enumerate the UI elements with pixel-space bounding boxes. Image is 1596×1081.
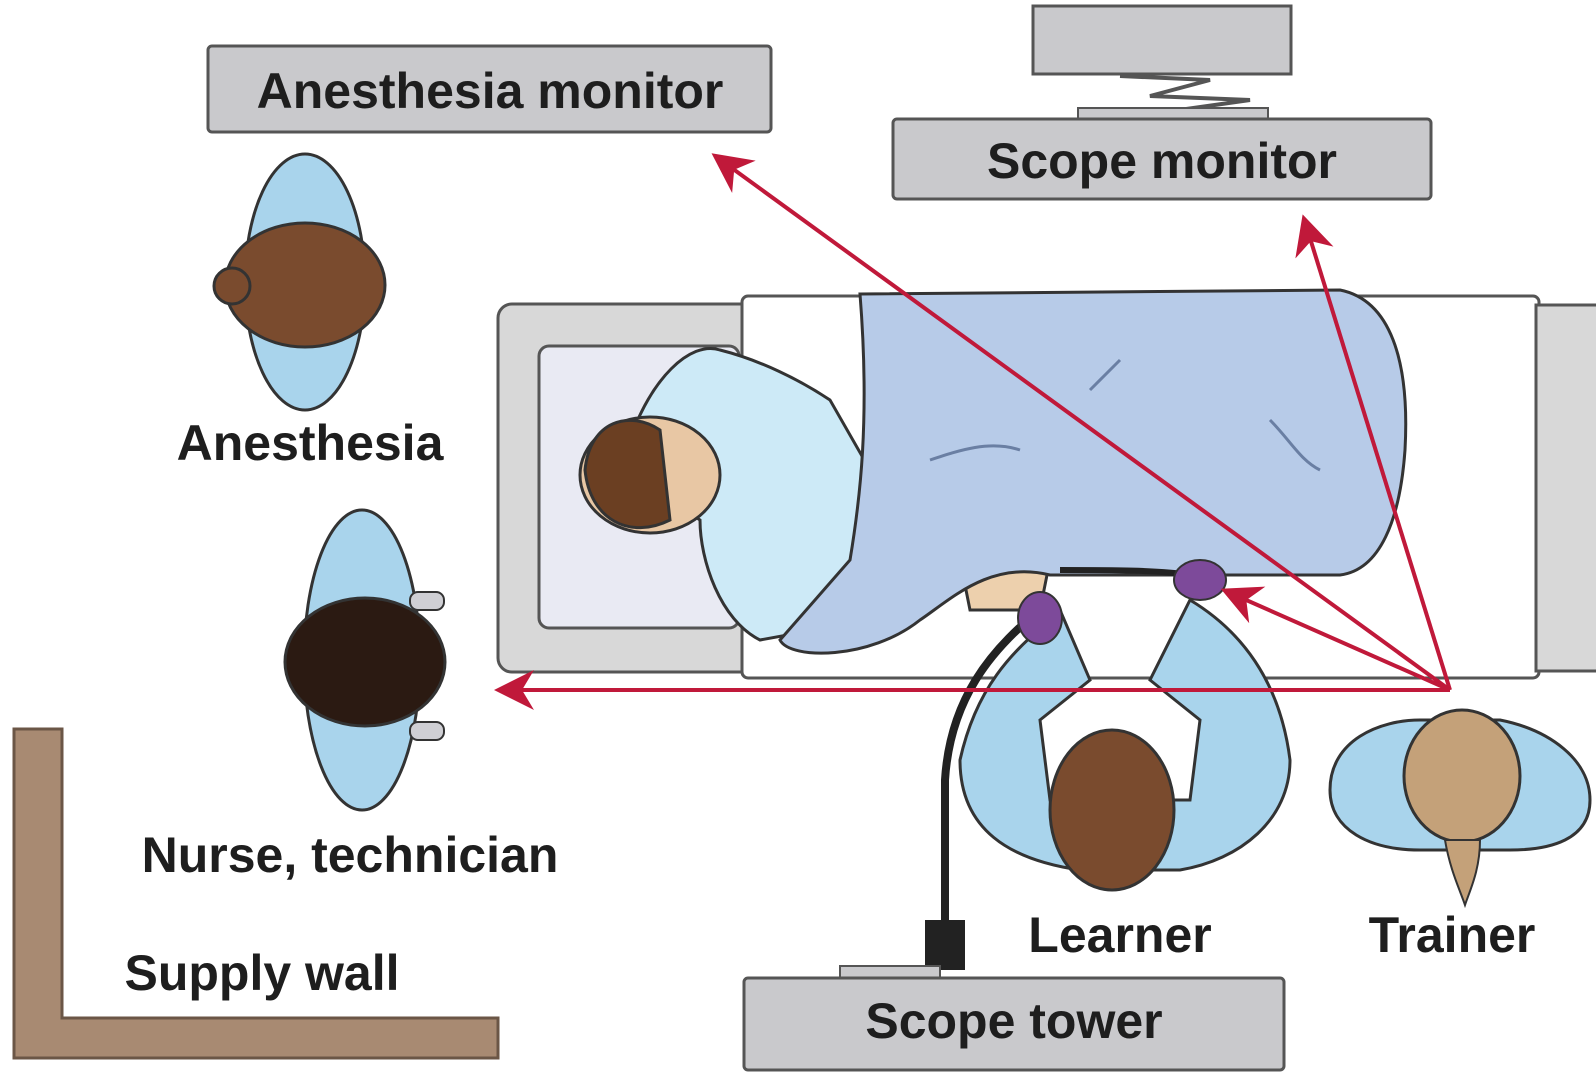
supply-wall-label: Supply wall [124, 945, 399, 1001]
nurse-technician-label: Nurse, technician [142, 827, 559, 883]
nurse-technician-person [285, 510, 445, 810]
trainer-person [1330, 710, 1590, 905]
trainer-label: Trainer [1369, 907, 1536, 963]
scope-monitor-label: Scope monitor [987, 133, 1337, 189]
learner-label: Learner [1028, 907, 1211, 963]
anesthesia-monitor-label: Anesthesia monitor [257, 63, 724, 119]
anesthesia-person [214, 154, 385, 410]
scope-tower-label: Scope tower [865, 993, 1162, 1049]
supply-wall [14, 729, 498, 1058]
anesthesia-label: Anesthesia [177, 415, 445, 471]
